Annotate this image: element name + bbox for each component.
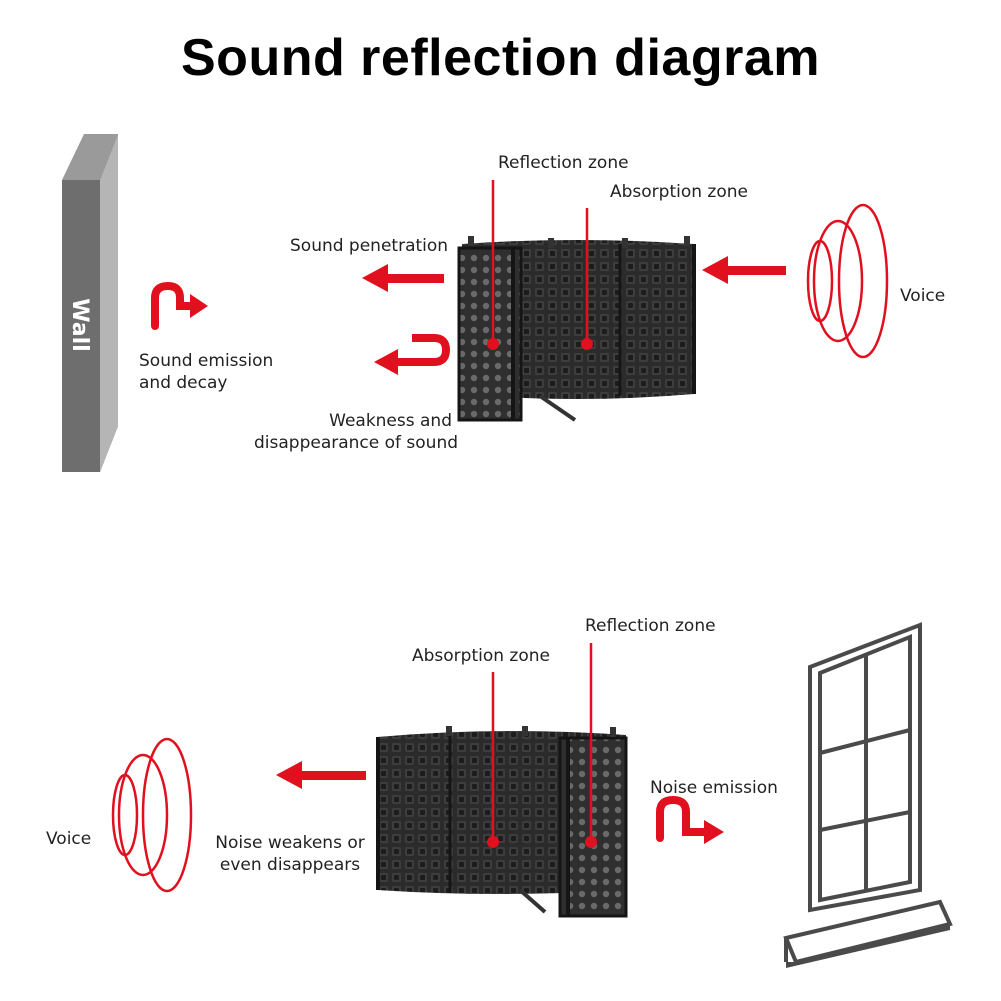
weakness-line-2: disappearance of sound xyxy=(254,433,459,453)
absorption-zone-label: Absorption zone xyxy=(610,182,748,202)
sound-emission-line-2: and decay xyxy=(139,373,228,393)
sound-emission-label: Sound emission and decay xyxy=(139,350,273,394)
noise-emission-label: Noise emission xyxy=(650,778,778,798)
noise-weakens-line-2: even disappears xyxy=(219,855,361,875)
u-turn-arrow-icon xyxy=(151,281,208,330)
sound-wave-icon xyxy=(111,737,193,893)
absorption-zone-label-bottom: Absorption zone xyxy=(412,646,550,666)
voice-label-bottom: Voice xyxy=(46,829,92,849)
arrow-left-icon xyxy=(276,761,366,789)
reflection-zone-label: Reflection zone xyxy=(498,153,629,173)
sound-wave-icon xyxy=(806,203,889,359)
arrow-left-icon xyxy=(362,264,444,292)
sound-penetration-label: Sound penetration xyxy=(290,236,449,256)
reflection-zone-label-bottom: Reflection zone xyxy=(585,616,716,636)
noise-weakens-line-1: Noise weakens or xyxy=(215,833,365,853)
weakness-label: Weakness and disappearance of sound xyxy=(254,410,459,454)
absorption-zone-pointer xyxy=(581,208,593,350)
arrow-left-icon xyxy=(702,256,786,284)
wall-icon: Wall xyxy=(62,134,118,472)
voice-label-top: Voice xyxy=(900,286,946,306)
page-title: Sound reflection diagram xyxy=(181,29,820,87)
weakness-line-1: Weakness and xyxy=(329,411,452,431)
sound-emission-line-1: Sound emission xyxy=(139,351,274,371)
window-icon xyxy=(783,622,953,968)
reflection-zone-pointer xyxy=(585,643,597,848)
reflection-zone-pointer xyxy=(487,180,499,350)
noise-weakens-label: Noise weakens or even disappears xyxy=(212,832,368,876)
absorption-zone-pointer xyxy=(487,672,499,848)
wall-label: Wall xyxy=(67,298,92,351)
reflection-filter-icon xyxy=(376,726,628,918)
u-turn-arrow-icon xyxy=(656,795,724,844)
u-turn-arrow-icon xyxy=(374,334,451,375)
reflection-filter-icon xyxy=(457,236,696,422)
